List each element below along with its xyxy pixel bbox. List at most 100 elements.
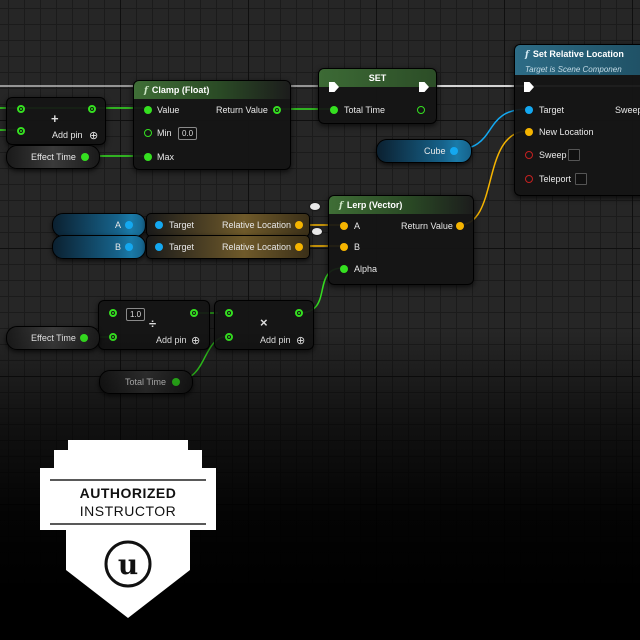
set-exec-out-icon[interactable] xyxy=(419,82,429,92)
rel-loc-a-target-label: Target xyxy=(169,220,195,230)
lerp-return-pin[interactable] xyxy=(456,222,464,230)
set-total-time-node[interactable]: SET Total Time xyxy=(318,68,437,124)
total-time-label: Total Time xyxy=(125,377,167,387)
function-icon: f xyxy=(525,50,529,60)
teleport-checkbox[interactable] xyxy=(575,173,587,185)
cube-output-pin[interactable] xyxy=(450,147,458,155)
multiply-node[interactable]: × Add pin ⊕ xyxy=(214,300,314,350)
set-rel-loc-teleport-label: Teleport xyxy=(539,174,572,184)
lerp-title: Lerp (Vector) xyxy=(346,200,403,210)
add-node-top[interactable]: + Add pin ⊕ xyxy=(6,97,106,145)
divide-input-pin-a[interactable] xyxy=(109,309,117,317)
multiply-input-pin-a[interactable] xyxy=(225,309,233,317)
var-a-label: A xyxy=(115,220,122,230)
effect-time-getter-top[interactable]: Effect Time xyxy=(6,145,100,169)
multiply-input-pin-b[interactable] xyxy=(225,333,233,341)
relative-location-b-node[interactable]: Target Relative Location xyxy=(146,235,310,259)
set-rel-loc-sweep-pin[interactable] xyxy=(525,151,533,159)
badge-line2: INSTRUCTOR xyxy=(79,503,177,519)
authorized-instructor-badge: u AUTHORIZED INSTRUCTOR xyxy=(40,440,216,620)
divide-input-pin-b[interactable] xyxy=(109,333,117,341)
divide-value-input[interactable]: 1.0 xyxy=(126,308,146,321)
add-input-pin-a[interactable] xyxy=(17,105,25,113)
clamp-max-pin[interactable] xyxy=(144,153,152,161)
clamp-min-input[interactable]: 0.0 xyxy=(178,127,198,140)
function-icon: f xyxy=(339,201,343,211)
effect-time-label: Effect Time xyxy=(31,152,76,162)
clamp-return-pin[interactable] xyxy=(273,106,281,114)
clamp-min-pin[interactable] xyxy=(144,129,152,137)
cube-getter[interactable]: Cube xyxy=(376,139,472,163)
rel-loc-b-output-pin[interactable] xyxy=(295,243,303,251)
lerp-b-label: B xyxy=(354,242,361,252)
rel-loc-a-target-pin[interactable] xyxy=(155,221,163,229)
set-rel-loc-sweep-out-label: Sweep xyxy=(615,105,640,115)
rel-loc-b-target-pin[interactable] xyxy=(155,243,163,251)
badge-shield-shape: u xyxy=(40,440,216,618)
set-total-time-label: Total Time xyxy=(344,105,386,115)
set-rel-loc-exec-in-icon[interactable] xyxy=(524,82,534,92)
var-a-getter[interactable]: A xyxy=(52,213,146,237)
svg-text:u: u xyxy=(118,548,138,581)
divide-add-pin-plus-icon[interactable]: ⊕ xyxy=(191,335,201,347)
total-time-getter[interactable]: Total Time xyxy=(99,370,193,394)
rel-loc-b-target-label: Target xyxy=(169,242,195,252)
add-operator-icon: + xyxy=(51,111,59,126)
multiply-add-pin-plus-icon[interactable]: ⊕ xyxy=(296,335,306,347)
set-header: SET xyxy=(319,69,436,87)
multiply-add-pin-label[interactable]: Add pin xyxy=(260,335,291,345)
cube-label: Cube xyxy=(424,146,446,156)
add-pin-label[interactable]: Add pin xyxy=(52,130,83,140)
set-rel-loc-new-location-pin[interactable] xyxy=(525,128,533,136)
set-exec-in-icon[interactable] xyxy=(329,82,339,92)
rel-loc-a-output-pin[interactable] xyxy=(295,221,303,229)
effect-time-output-pin[interactable] xyxy=(81,153,89,161)
set-total-time-pin[interactable] xyxy=(330,106,338,114)
effect-time-label-mid: Effect Time xyxy=(31,333,76,343)
var-a-output-pin[interactable] xyxy=(125,221,133,229)
rel-loc-a-output-label: Relative Location xyxy=(222,220,292,230)
lerp-alpha-pin[interactable] xyxy=(340,265,348,273)
sweep-checkbox[interactable] xyxy=(568,149,580,161)
divide-output-pin[interactable] xyxy=(190,309,198,317)
rel-loc-b-output-label: Relative Location xyxy=(222,242,292,252)
relative-location-a-node[interactable]: Target Relative Location xyxy=(146,213,310,237)
function-icon: f xyxy=(144,86,148,96)
var-b-label: B xyxy=(115,242,122,252)
divide-node[interactable]: 1.0 ÷ Add pin ⊕ xyxy=(98,300,210,350)
divide-add-pin-label[interactable]: Add pin xyxy=(156,335,187,345)
reroute-knot-a[interactable] xyxy=(310,203,320,210)
set-rel-loc-subtitle: Target is Scene Componen xyxy=(525,65,622,74)
add-output-pin[interactable] xyxy=(88,105,96,113)
set-output-pin[interactable] xyxy=(417,106,425,114)
effect-time-mid-output-pin[interactable] xyxy=(80,334,88,342)
lerp-b-pin[interactable] xyxy=(340,243,348,251)
reroute-knot-b[interactable] xyxy=(312,228,322,235)
var-b-getter[interactable]: B xyxy=(52,235,146,259)
effect-time-getter-mid[interactable]: Effect Time xyxy=(6,326,100,350)
multiply-output-pin[interactable] xyxy=(295,309,303,317)
clamp-value-pin[interactable] xyxy=(144,106,152,114)
set-rel-loc-sweep-label: Sweep xyxy=(539,150,567,160)
lerp-a-label: A xyxy=(354,221,361,231)
set-rel-loc-target-pin[interactable] xyxy=(525,106,533,114)
set-rel-loc-target-label: Target xyxy=(539,105,565,115)
add-input-pin-b[interactable] xyxy=(17,127,25,135)
set-rel-loc-new-location-label: New Location xyxy=(539,127,594,137)
unreal-engine-logo-icon xyxy=(106,542,150,586)
total-time-output-pin[interactable] xyxy=(172,378,180,386)
set-rel-loc-teleport-pin[interactable] xyxy=(525,175,533,183)
lerp-a-pin[interactable] xyxy=(340,222,348,230)
add-pin-plus-icon[interactable]: ⊕ xyxy=(89,130,99,142)
divide-operator-icon: ÷ xyxy=(149,316,157,331)
multiply-operator-icon: × xyxy=(260,315,268,330)
var-b-output-pin[interactable] xyxy=(125,243,133,251)
clamp-return-label: Return Value xyxy=(216,105,268,115)
clamp-value-label: Value xyxy=(157,105,180,115)
